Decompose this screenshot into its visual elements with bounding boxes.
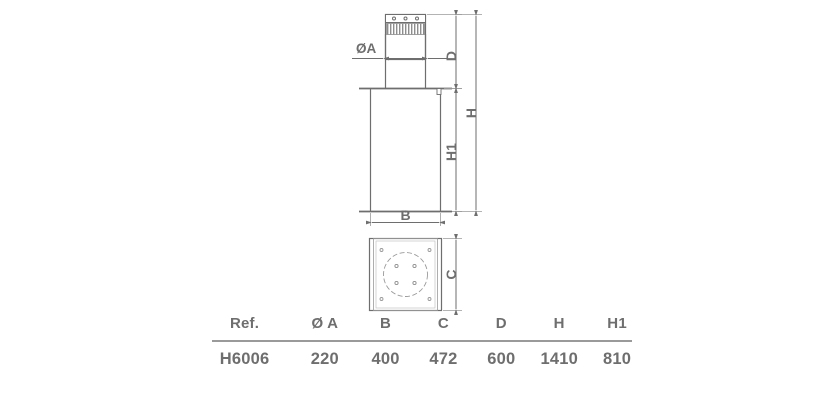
- cell-d: 600: [487, 350, 516, 368]
- bolt-hole-icon: [412, 263, 417, 269]
- corner-hole-icon: [379, 297, 384, 301]
- bolt-hole-icon: [394, 263, 399, 269]
- elevation-view: ØA D H1 H: [352, 10, 482, 226]
- motor-housing: [384, 13, 427, 61]
- dimension-h1: H1: [443, 84, 462, 216]
- bolt-icon: [392, 16, 396, 21]
- table-row: H6006 220 400 472 600 1410 810: [196, 342, 646, 368]
- bolt-icon: [403, 16, 408, 21]
- cell-ref: H6006: [219, 350, 270, 368]
- label-b: B: [400, 207, 410, 223]
- main-body: [359, 87, 452, 213]
- cell-h1: 810: [603, 350, 632, 368]
- specification-table: Ref. Ø A B C D H H1 H6006 220 400 472 60…: [196, 316, 646, 368]
- dimension-h: H: [456, 10, 482, 216]
- label-d: D: [443, 51, 459, 61]
- table-header-row: Ref. Ø A B C D H H1: [196, 316, 646, 340]
- header-h1: H1: [607, 315, 627, 332]
- header-diameter-a: Ø A: [311, 315, 339, 332]
- label-c: C: [443, 269, 459, 279]
- header-ref: Ref.: [229, 315, 260, 332]
- dimension-d: D: [427, 10, 462, 93]
- dimension-diameter-a: ØA: [352, 41, 447, 61]
- header-h: H: [553, 315, 565, 332]
- dimension-b: B: [366, 207, 445, 226]
- label-h1: H1: [443, 143, 459, 161]
- label-diameter-a: ØA: [356, 41, 377, 56]
- bolt-hole-icon: [412, 280, 417, 286]
- grille-band: [386, 23, 425, 35]
- cell-diameter-a: 220: [310, 350, 339, 368]
- cell-c: 472: [429, 350, 458, 368]
- upper-tube: [384, 34, 427, 89]
- label-h: H: [463, 108, 479, 118]
- header-d: D: [495, 315, 507, 332]
- corner-hole-icon: [427, 297, 432, 301]
- dimension-c: C: [443, 234, 462, 315]
- cell-h: 1410: [540, 350, 578, 368]
- corner-hole-icon: [379, 248, 384, 252]
- header-b: B: [380, 315, 392, 332]
- bolt-circle: [383, 252, 428, 297]
- header-c: C: [437, 315, 449, 332]
- corner-hole-icon: [427, 248, 432, 252]
- bolt-hole-icon: [394, 280, 399, 286]
- bolt-icon: [415, 16, 419, 21]
- plan-view: C: [368, 234, 462, 315]
- cell-b: 400: [371, 350, 400, 368]
- table-divider: [212, 340, 632, 342]
